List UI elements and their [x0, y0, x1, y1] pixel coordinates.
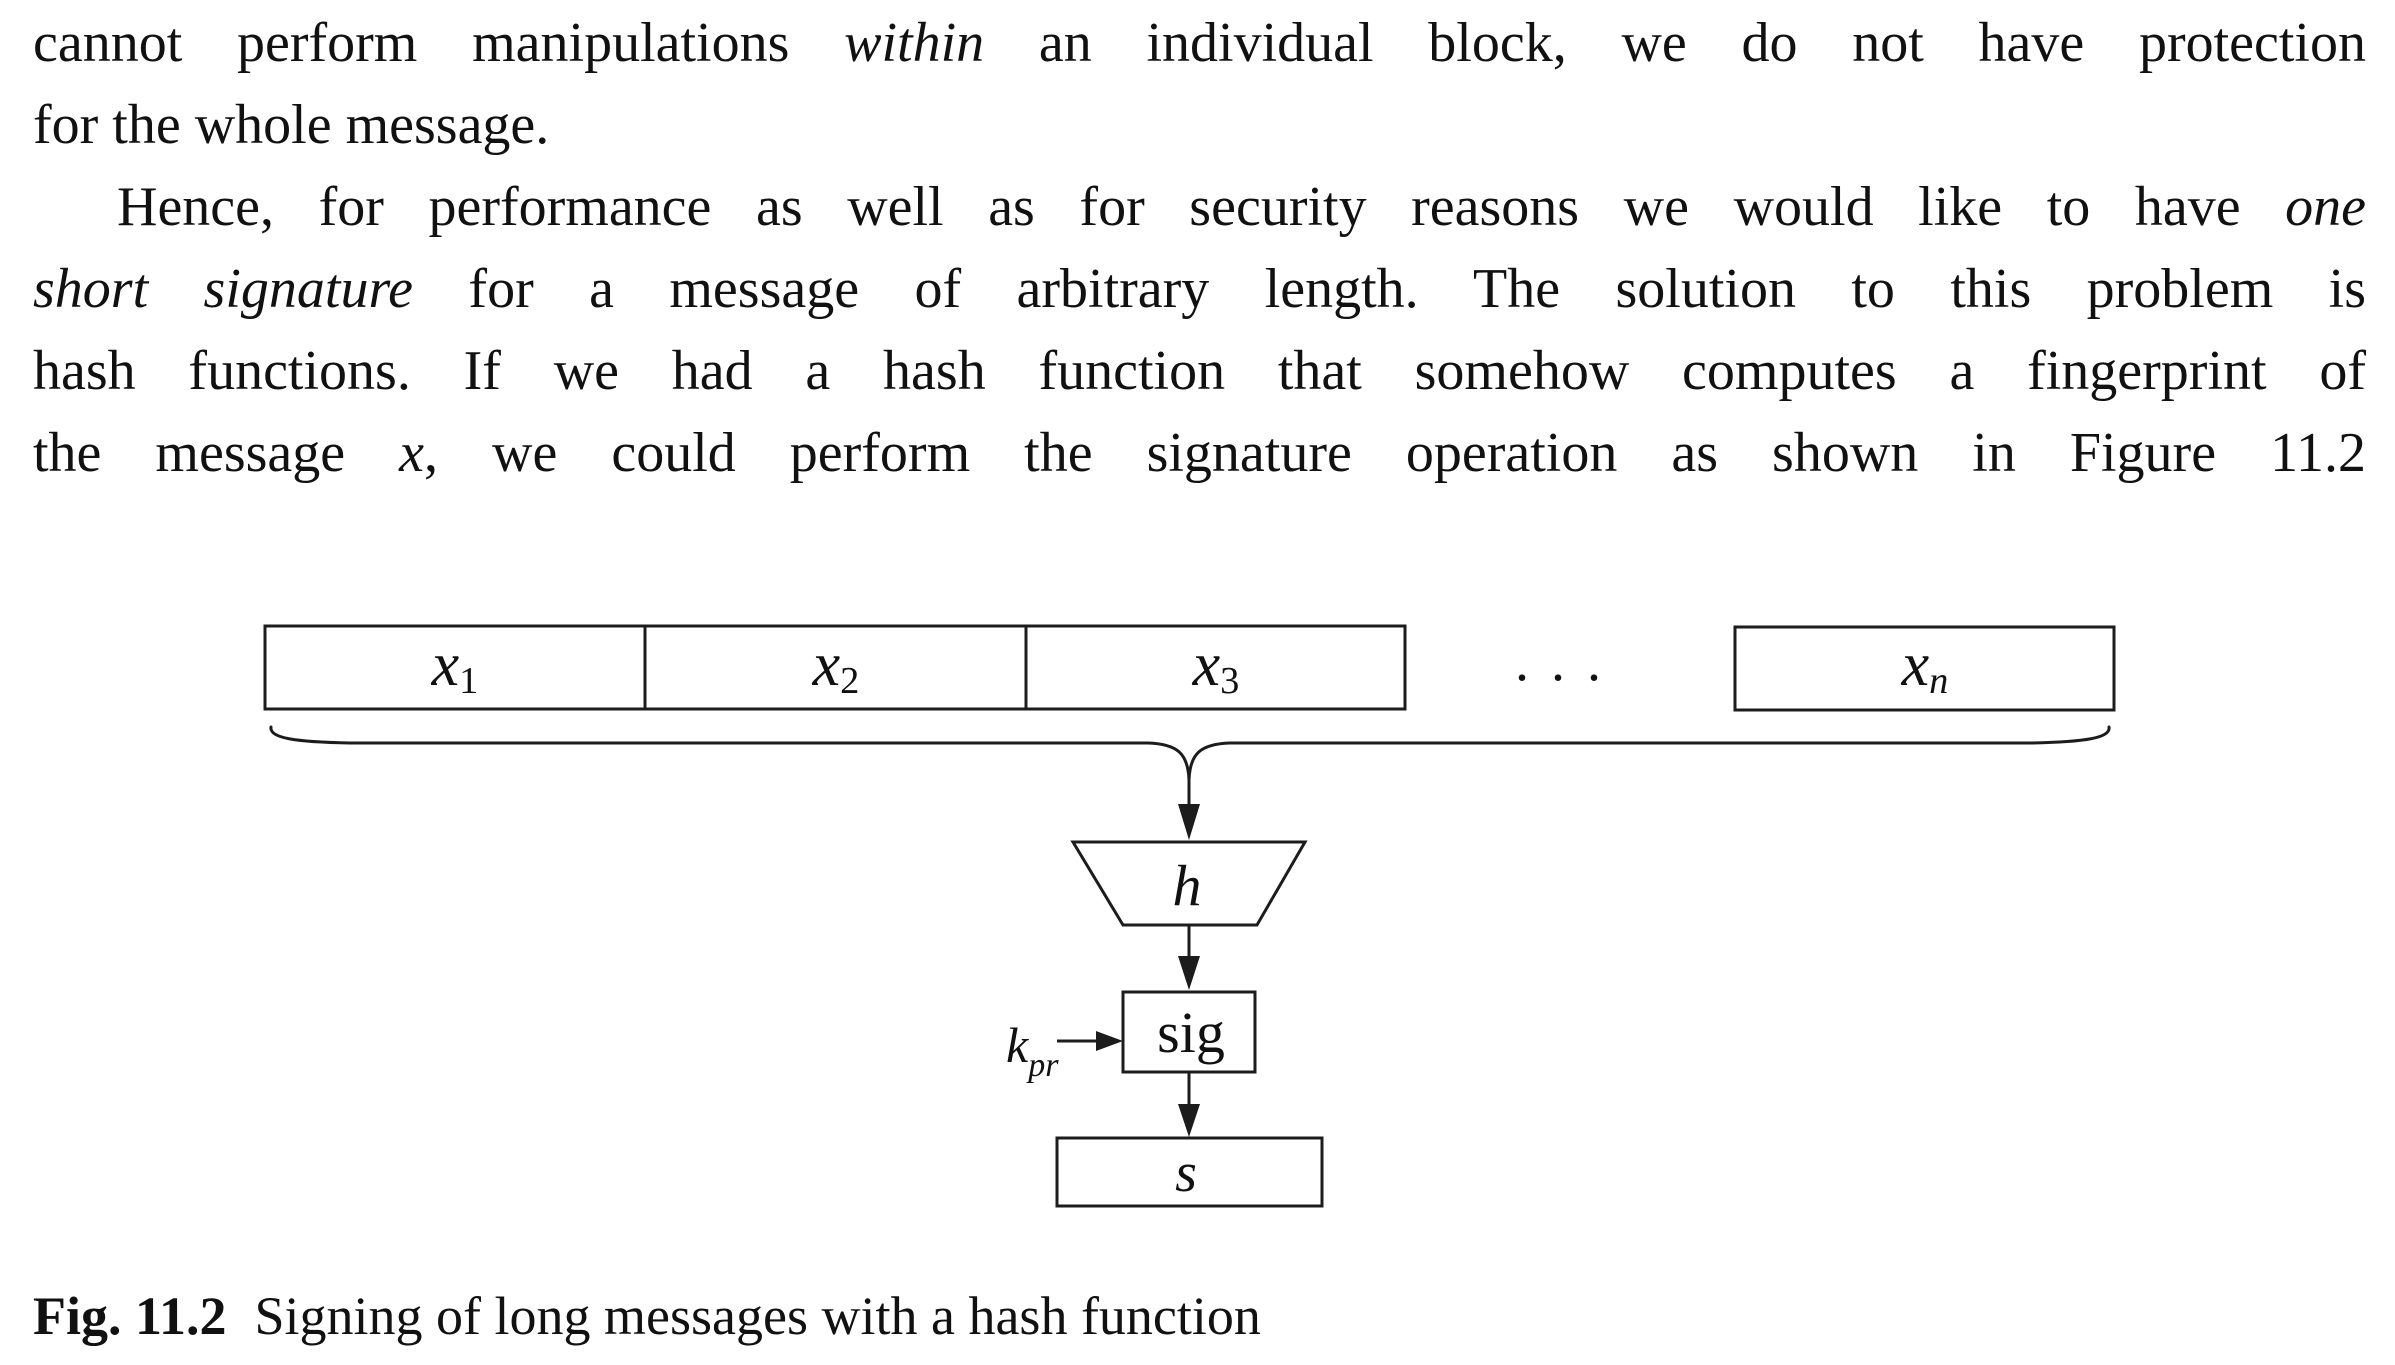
sig-label: sig: [1157, 1000, 1225, 1065]
message-block-x3-rect: [1024, 624, 1407, 711]
figure-caption: Fig. 11.2 Signing of long messages with a…: [33, 1285, 1261, 1347]
gather-brace-left: [269, 725, 1191, 808]
emphasis-within: within: [844, 12, 985, 74]
message-block-x2-label: x2: [813, 634, 860, 704]
text-segment: hash functions. If we had a hash functio…: [33, 340, 2366, 402]
hash-funnel-shape: [1070, 840, 1308, 927]
signature-output-label: s: [1175, 1142, 1197, 1204]
arrowhead-hash-to-sig: [1178, 956, 1200, 990]
paragraph-line-1: cannot perform manipulations within an i…: [33, 2, 2366, 84]
text-segment: cannot perform manipulations: [33, 12, 845, 74]
label-subscript: 1: [459, 660, 479, 703]
figure-caption-number: Fig. 11.2: [33, 1286, 227, 1346]
gather-brace-right: [1187, 725, 2111, 808]
arrowhead-sig-to-output: [1178, 1104, 1200, 1137]
paragraph-line-4: short signature for a message of arbitra…: [33, 248, 2366, 330]
label-subscript: 3: [1220, 660, 1240, 703]
message-block-x1-label: x1: [432, 634, 479, 704]
label-base: k: [1006, 1017, 1029, 1073]
message-block-x2-rect: [643, 624, 1028, 711]
label-base: x: [1901, 631, 1930, 699]
body-text: cannot perform manipulations within an i…: [33, 2, 2366, 494]
arrowhead-key-to-sig: [1096, 1031, 1123, 1051]
paragraph-line-3: Hence, for performance as well as for se…: [33, 166, 2366, 248]
sig-box-rect: [1121, 990, 1257, 1074]
paragraph-line-5: hash functions. If we had a hash functio…: [33, 330, 2366, 412]
label-subscript: 2: [840, 660, 860, 703]
text-segment: an individual block, we do not have prot…: [984, 12, 2366, 74]
label-base: x: [1192, 631, 1221, 699]
label-subscript: n: [1929, 660, 1949, 703]
text-segment: for a message of arbitrary length. The s…: [413, 258, 2367, 320]
paragraph-line-2: for the whole message.: [33, 84, 2366, 166]
message-block-x1-rect: [263, 624, 647, 711]
private-key-label: kpr: [1006, 1017, 1058, 1084]
emphasis-one: one: [2285, 176, 2366, 238]
output-box-rect: [1055, 1136, 1324, 1208]
text-segment: , we could perform the signature operati…: [424, 422, 2366, 484]
figure-caption-text: Signing of long messages with a hash fun…: [254, 1286, 1261, 1346]
text-segment: for the whole message.: [33, 94, 550, 156]
text-segment: the message: [33, 422, 400, 484]
message-block-xn-label: xn: [1902, 634, 1949, 704]
text-segment: Hence, for performance as well as for se…: [117, 176, 2286, 238]
message-block-x3-label: x3: [1193, 634, 1240, 704]
label-base: x: [812, 631, 841, 699]
hash-function-label: h: [1172, 853, 1202, 918]
emphasis-short-signature: short signature: [33, 258, 414, 320]
paragraph-line-6: the message x, we could perform the sign…: [33, 412, 2366, 494]
arrowhead-brace-to-hash: [1178, 804, 1200, 840]
message-block-xn-rect: [1733, 625, 2116, 712]
label-base: x: [431, 631, 460, 699]
emphasis-x: x: [399, 422, 425, 484]
ellipsis-dots: . . .: [1515, 631, 1605, 693]
label-subscript: pr: [1028, 1047, 1059, 1084]
